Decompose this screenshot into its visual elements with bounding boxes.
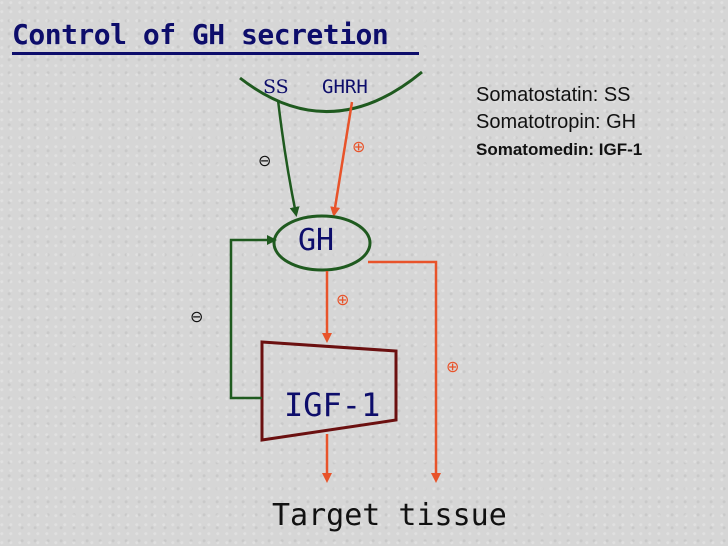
igf1-feedback-loop	[229, 235, 277, 400]
slide-title: Control of GH secretion	[12, 18, 389, 51]
igf1-node-box	[260, 340, 398, 442]
legend-line-gh: Somatotropin: GH	[476, 111, 637, 133]
hypothalamus-arc	[239, 70, 423, 114]
title-underline	[12, 52, 419, 55]
legend-line-ss: Somatostatin: SS	[476, 84, 631, 106]
gh-to-target-arrow	[368, 260, 441, 483]
minus-sign-ss: ⊖	[258, 151, 271, 170]
ghrh-label: GHRH	[322, 76, 368, 98]
ss-to-gh-arrow	[276, 99, 300, 217]
abbreviation-legend: Somatostatin: SS Somatotropin: GH Somato…	[476, 82, 716, 163]
target-tissue-label: Target tissue	[272, 498, 507, 533]
legend-line-igf1: Somatomedin: IGF-1	[476, 140, 643, 159]
ghrh-to-gh-arrow	[330, 101, 354, 217]
plus-sign-gh-igf1: ⊕	[336, 290, 349, 309]
gh-label: GH	[298, 223, 335, 258]
igf1-label: IGF-1	[284, 386, 381, 424]
minus-sign-feedback: ⊖	[190, 307, 203, 326]
plus-sign-gh-target: ⊕	[446, 357, 459, 376]
plus-sign-ghrh: ⊕	[352, 137, 365, 156]
ss-label: SS	[263, 76, 289, 98]
